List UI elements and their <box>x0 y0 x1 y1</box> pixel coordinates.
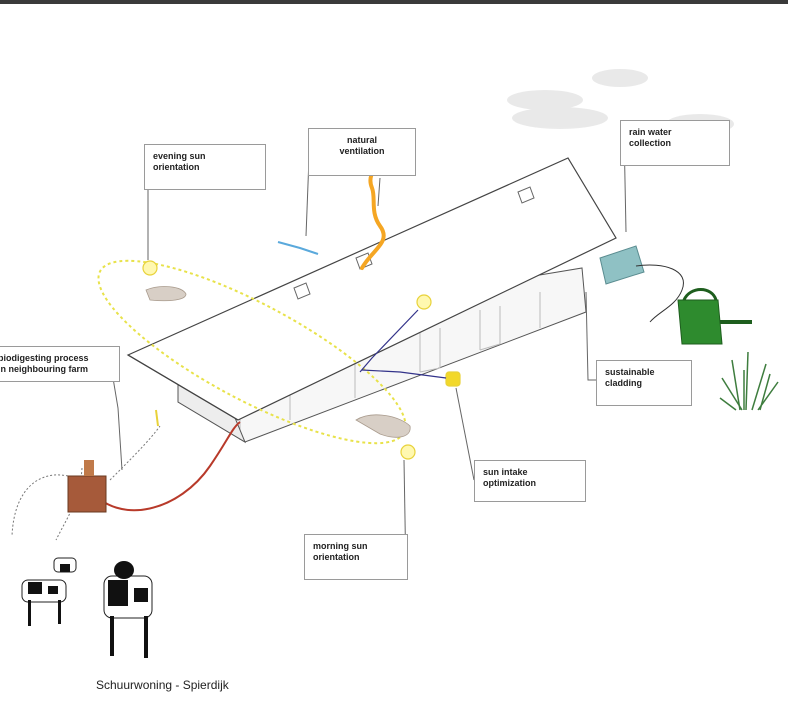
sun-rays <box>359 309 447 379</box>
grass-tuft <box>719 351 779 411</box>
watering-can <box>677 288 752 345</box>
label-evening-sun-orientation: evening sun orientation <box>144 144 266 190</box>
label-sustainable-cladding: sustainable cladding <box>596 360 692 406</box>
label-sun-intake-optimization: sun intake optimization <box>474 460 586 502</box>
label-morning-sun-orientation: morning sun orientation <box>304 534 408 580</box>
label-natural-ventilation: natural ventilation <box>308 128 416 176</box>
barn-roof <box>126 157 617 421</box>
sun-icons <box>142 260 461 460</box>
image-caption: Schuurwoning - Spierdijk <box>96 678 229 692</box>
top-border-bar <box>0 0 788 4</box>
label-biodigesting-process: biodigesting process in neighbouring far… <box>0 346 120 382</box>
rain-water-tank <box>599 245 684 323</box>
skylights <box>293 186 535 300</box>
biogas-system <box>11 409 241 541</box>
cows <box>21 557 153 658</box>
label-rain-water-collection: rain water collection <box>620 120 730 166</box>
hand-figures <box>145 286 411 438</box>
